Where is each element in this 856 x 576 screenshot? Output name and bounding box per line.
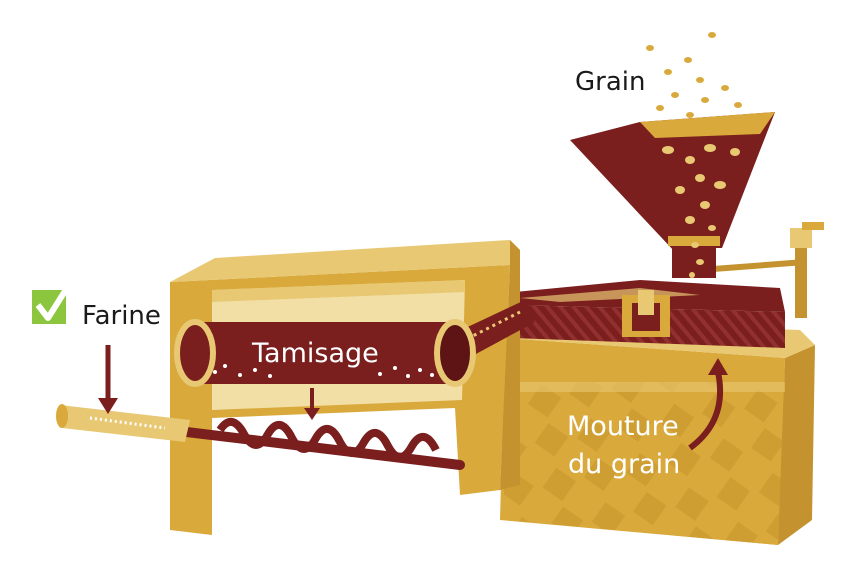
millstones [512, 280, 785, 348]
sifting-drum [174, 319, 476, 387]
grain-label: Grain [575, 67, 645, 97]
mouture-label-line1: Mouture [567, 411, 679, 442]
drum-flour-dots [213, 364, 434, 378]
farine-arrow [98, 345, 118, 414]
mouture-arrow [688, 358, 728, 451]
flour-outlet-pipe [56, 404, 190, 442]
sieve-arrow [304, 388, 320, 420]
hopper-grains [662, 144, 740, 278]
farine-label: Farine [82, 301, 161, 331]
crank-handle [699, 222, 824, 318]
check-icon [32, 278, 75, 324]
tamisage-label: Tamisage [251, 338, 379, 369]
falling-grains [646, 32, 742, 123]
lower-screw-conveyor [165, 418, 465, 470]
mouture-label-line2: du grain [568, 449, 680, 480]
sifter-box [170, 240, 520, 535]
grain-hopper [570, 112, 775, 278]
